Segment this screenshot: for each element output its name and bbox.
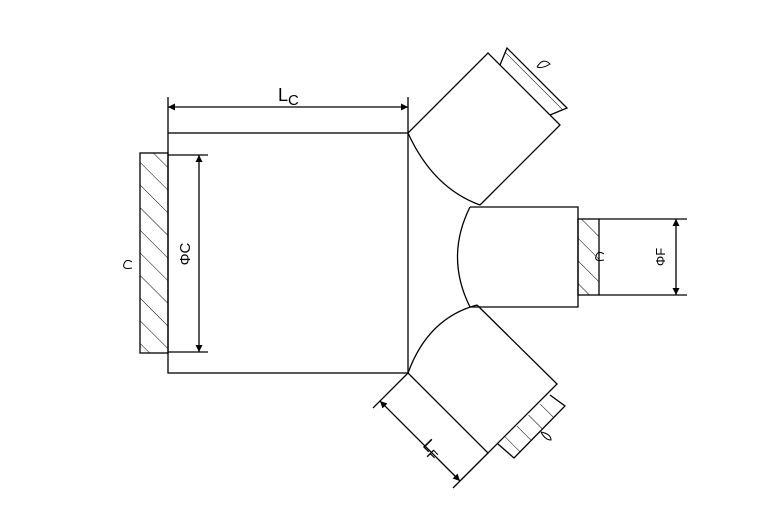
phi-c-dimension [168,154,208,353]
phi-f-dimension [599,218,687,296]
main-cable-section [123,152,169,354]
bottom-branch [407,304,566,459]
lf-dimension [372,372,489,489]
middle-branch [456,206,605,308]
lf-label: LF [417,435,445,463]
phi-c-label: ΦC [177,242,194,265]
main-body [167,132,409,374]
phi-f-label: ΦF [653,248,668,266]
lc-dimension [167,97,409,133]
top-branch [407,46,569,206]
lc-label: LC [278,85,299,109]
